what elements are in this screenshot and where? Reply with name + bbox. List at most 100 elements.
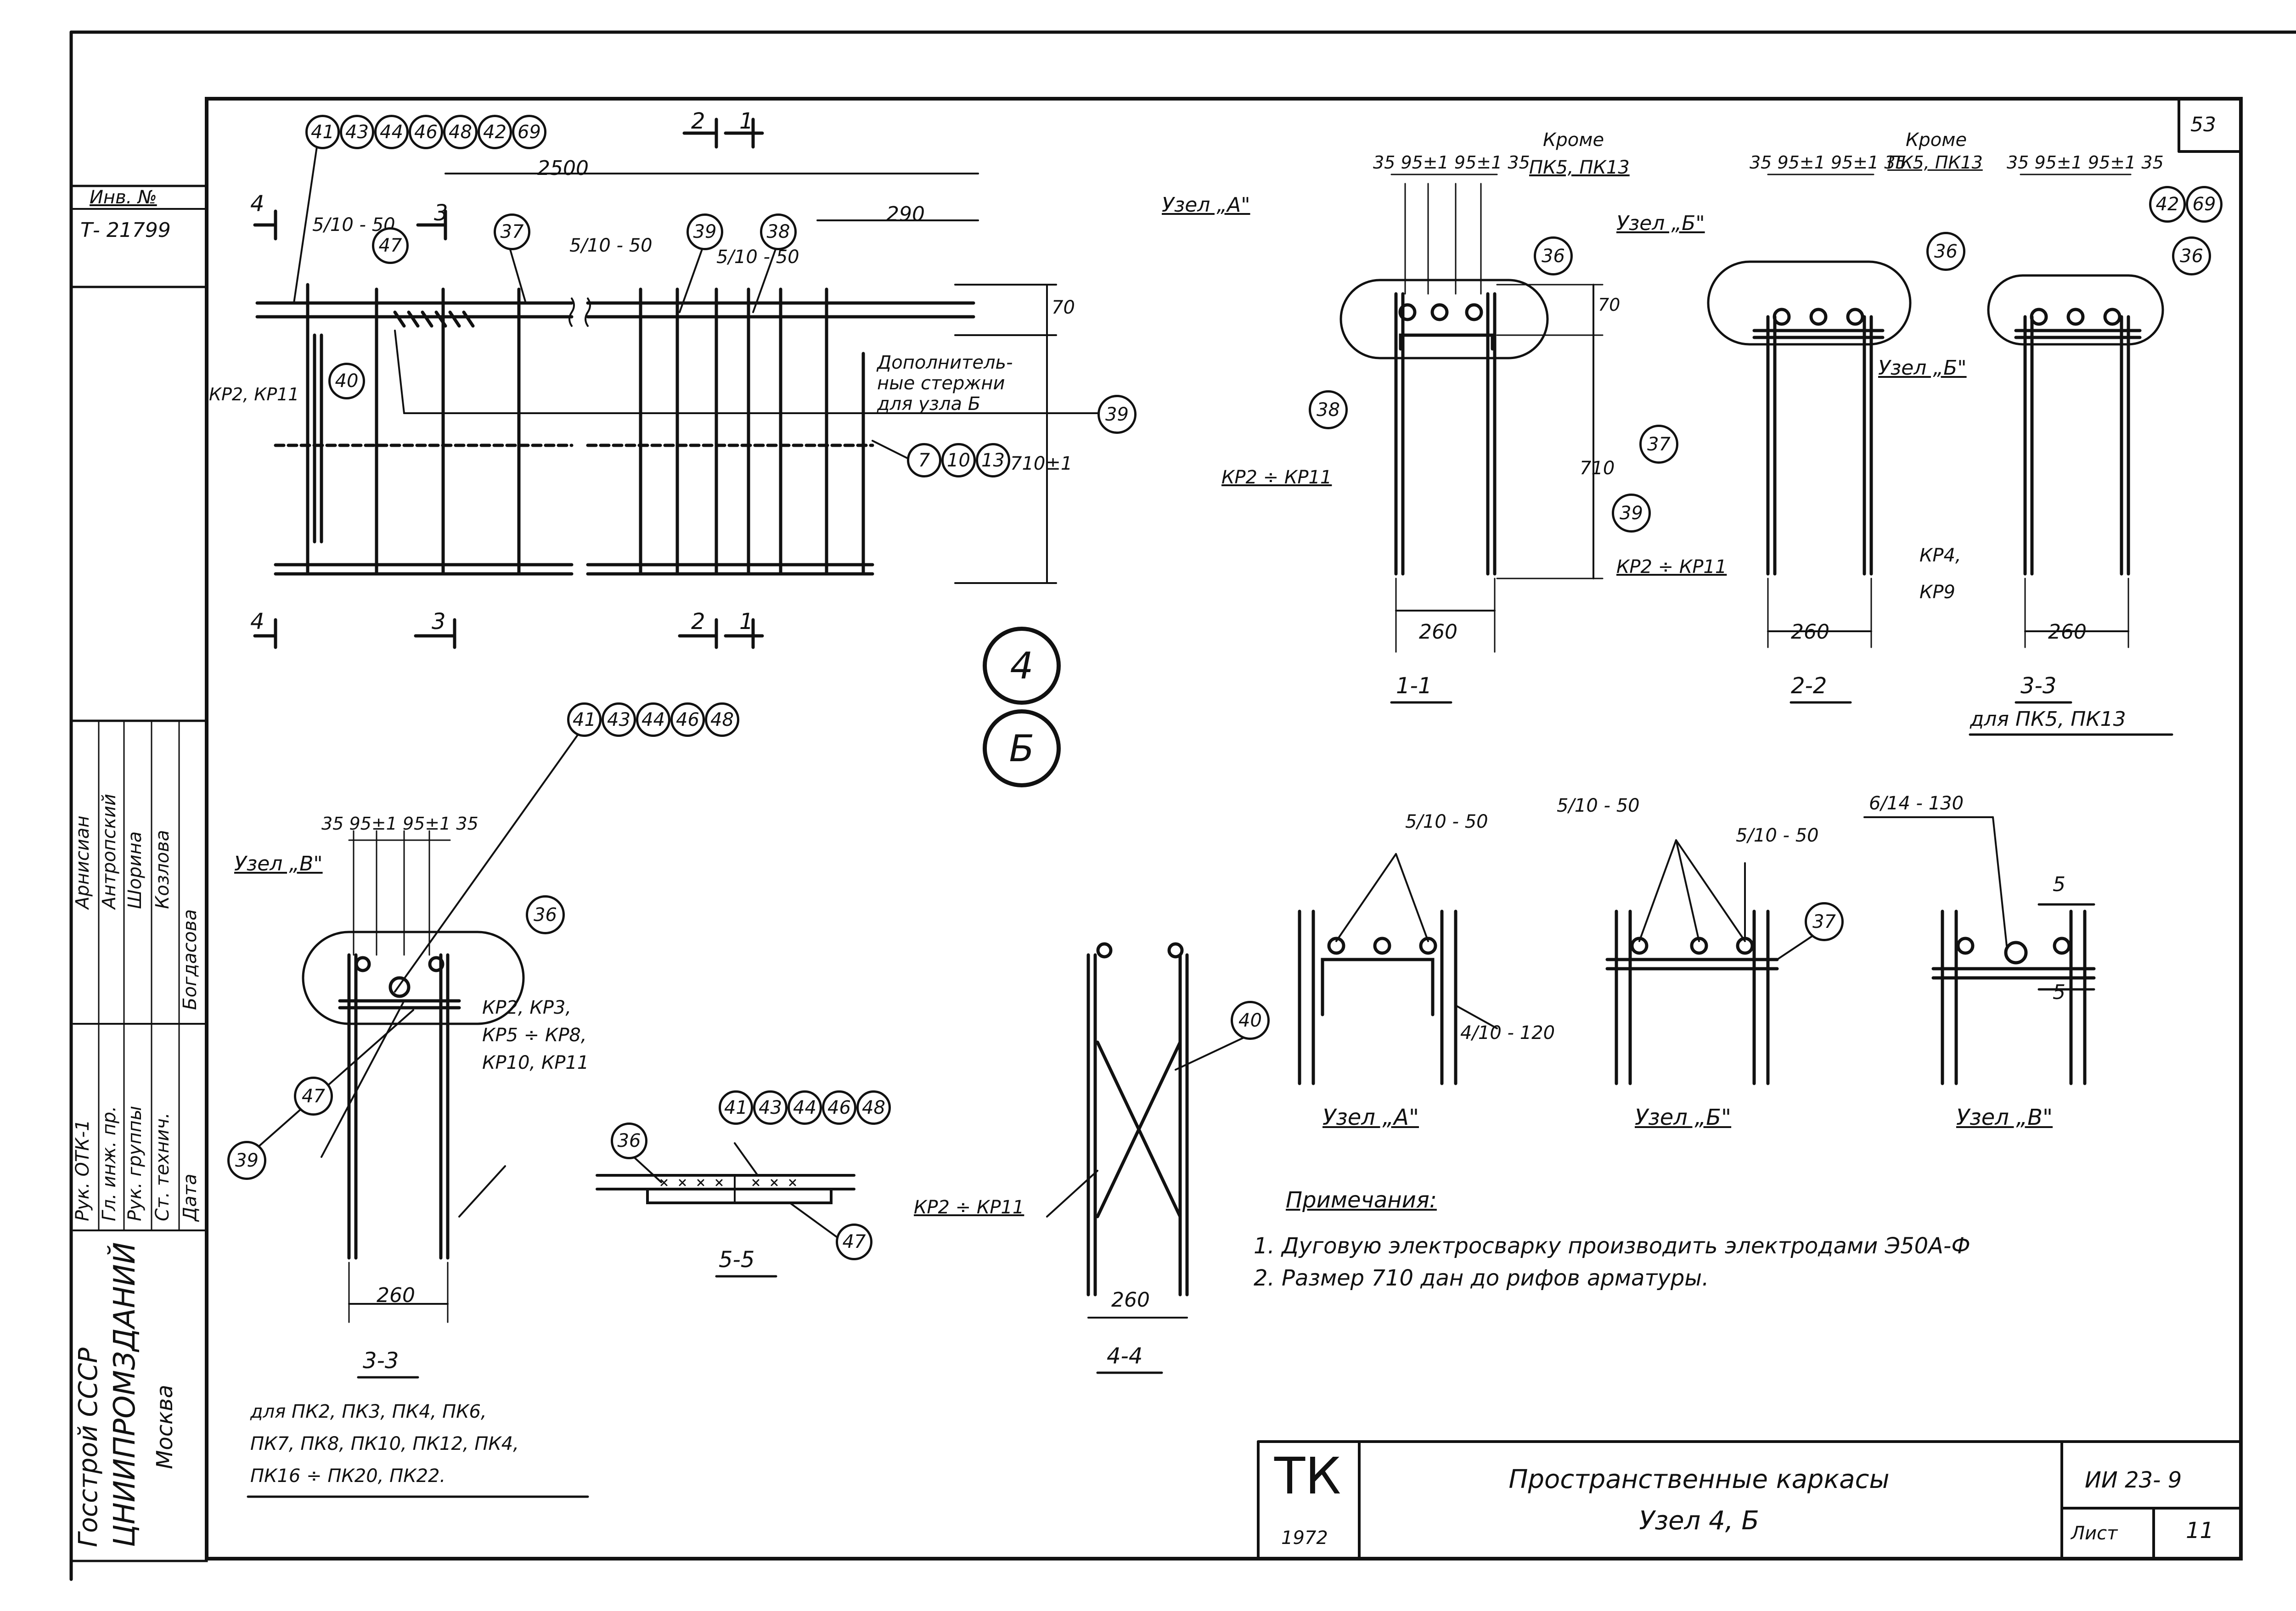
title-underlines [247,701,2173,1498]
note-2: 2. Размер 710 дан до рифов арматуры. [1254,1265,1709,1291]
uzel-a-detail-title: Узел „А" [1322,1105,1419,1130]
role-1: Гл. инж. пр. [99,1106,120,1221]
section-3-3-bottom [256,720,589,1323]
bubble-36-s1: 36 [1534,236,1573,275]
weld-label-v: 6/14 - 130 [1869,793,1964,814]
name-3: Козлова [152,830,173,909]
bubble-36-s2: 36 [1926,232,1965,271]
bubble-48: 48 [443,115,478,149]
name-2: Шорина [124,831,146,909]
bubble-43-s5: 43 [753,1090,788,1125]
weld-label-a: 5/10 - 50 [1405,811,1488,832]
title-line1: Пространственные каркасы [1508,1465,1890,1494]
weld-label-a-120: 4/10 - 120 [1460,1022,1555,1044]
cut-2-bottom: 2 [691,609,705,634]
bubble-36-s3b: 36 [526,895,565,934]
bubble-39-plan: 39 [687,213,723,250]
dop-line3: для узла Б [877,393,981,415]
big-node-b: Б [983,709,1061,787]
cut-2-top: 2 [691,108,705,134]
section-3-3-title: 3-3 [2020,673,2057,699]
bubble-36-s5: 36 [611,1123,647,1159]
s3b-note-3: ПК16 ÷ ПК20, ПК22. [250,1465,446,1487]
s2-dims: 35 95±1 95±1 35 [1750,154,1907,171]
kr9-label: КР9 [1919,582,1955,603]
bubble-46-s5: 46 [822,1090,856,1125]
cut-3-bottom: 3 [432,609,446,634]
bubble-40-s4: 40 [1231,1001,1270,1040]
s1-dim-95b: 95±1 [1454,152,1503,173]
name-4: Богдасова [180,909,201,1010]
s3-dim-35a: 35 [2007,152,2029,173]
bubble-38-s1: 38 [1309,390,1348,429]
sheet-label: Лист [2071,1523,2118,1544]
s3b-dims: 35 95±1 95±1 35 [321,815,478,832]
s3-dim-95b: 95±1 [2088,152,2136,173]
krome-pk-label-2: ПК5, ПК13 [1887,152,1983,173]
bubble-46: 46 [409,115,443,149]
weld-label-plan-2: 5/10 - 50 [569,235,653,256]
dim-290: 290 [886,202,925,226]
bubble-13: 13 [976,443,1010,477]
bubble-42: 42 [478,115,512,149]
s1-kr-label: КР2 ÷ КР11 [1221,467,1332,488]
uzel-v-detail-title: Узел „В" [1956,1105,2053,1130]
s1-dims: 35 95±1 95±1 35 [1373,154,1530,171]
s2-dim-95b: 95±1 [1830,152,1879,173]
org-line1: Госстрой СССР [73,1347,103,1547]
uzel-b-detail-title: Узел „Б" [1635,1105,1732,1130]
cut-1-bottom: 1 [739,609,754,634]
section-1-1-title: 1-1 [1396,673,1432,699]
section-5-5-title: 5-5 [719,1247,755,1273]
bubble-37-plan: 37 [494,213,530,250]
uzel-b-label: Узел „Б" [1616,212,1705,235]
section-1-1 [1339,174,1604,653]
s1-dim-70: 70 [1598,295,1621,315]
krome-label: Кроме [1543,129,1604,151]
bubble-37-s2: 37 [1639,425,1678,464]
krome-pk-label: ПК5, ПК13 [1529,157,1630,178]
bubble-48-b: 48 [705,702,739,737]
bubble-39-s3b: 39 [227,1141,266,1180]
section-4-4-title: 4-4 [1107,1343,1143,1369]
s2-dim-35b: 35 [1884,152,1907,173]
org-city: Москва [152,1385,178,1469]
tk-code: ТК [1274,1447,1341,1505]
weld-label-b1: 5/10 - 50 [1557,795,1640,816]
bubble-41-s5: 41 [719,1090,753,1125]
inv-number: Т- 21799 [80,219,171,242]
cut-3-top: 3 [434,200,448,226]
bubble-46-b: 46 [670,702,705,737]
s3b-note-1: для ПК2, ПК3, ПК4, ПК6, [250,1401,487,1422]
cut-5-top: 5 [2053,873,2065,896]
role-4: Дата [180,1173,201,1221]
section-3-3-top [1987,174,2164,648]
bubble-43: 43 [340,115,374,149]
s3b-dim-35a: 35 [321,814,344,834]
weld-label-plan-3: 5/10 - 50 [716,247,799,268]
doc-number: ИИ 23- 9 [2085,1467,2182,1493]
s3b-dim-95a: 95±1 [349,814,397,834]
bubble-47-plan: 47 [372,227,409,264]
dop-line2: ные стержни [877,373,1005,394]
page-number: 53 [2190,113,2216,136]
cut-5-bottom: 5 [2053,981,2065,1004]
bubble-40-plan: 40 [328,363,365,399]
s4-dim-260: 260 [1111,1288,1150,1312]
s2-dim-35a: 35 [1750,152,1772,173]
dim-710-1-plan: 710±1 [1010,453,1073,474]
bubble-42-s3: 42 [2149,186,2186,223]
s2-kr-label: КР2 ÷ КР11 [1616,556,1727,578]
dim-2500: 2500 [537,157,589,180]
inv-label: Инв. № [90,187,157,208]
s4-kr-label: КР2 ÷ КР11 [914,1197,1024,1218]
bubble-38-plan: 38 [760,213,797,250]
cut-marks-plan [253,118,764,649]
s1-dim-710: 710 [1580,458,1615,479]
bubble-41-b: 41 [567,702,602,737]
uzel-a-label: Узел „А" [1162,193,1250,217]
s3b-dim-260: 260 [377,1284,415,1307]
name-1: Антропский [99,794,120,909]
bubble-44: 44 [374,115,409,149]
